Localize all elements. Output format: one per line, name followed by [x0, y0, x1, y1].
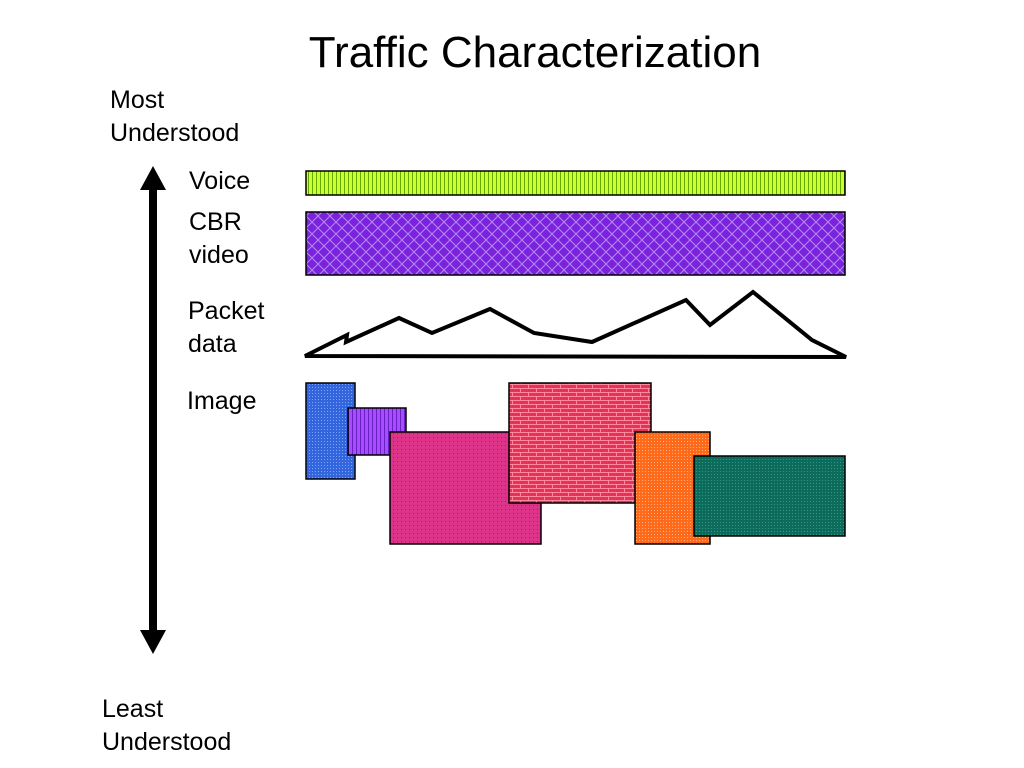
- arrow-head-down: [140, 630, 166, 654]
- voice-bar: [305, 170, 846, 196]
- least-understood-line1: Least: [102, 695, 164, 723]
- packet-data-label: Packet data: [188, 295, 264, 361]
- image-blocks: [305, 382, 846, 545]
- image-block-blue: [305, 382, 356, 480]
- cbr-video-label: CBR video: [189, 206, 249, 272]
- most-understood-line1: Most: [110, 86, 165, 114]
- most-understood-label: Most Understood: [110, 84, 239, 150]
- cbr-video-label-line1: CBR: [189, 208, 242, 236]
- least-understood-label: Least Understood: [102, 693, 231, 759]
- image-block-red: [508, 382, 652, 504]
- arrow-head-up: [140, 166, 166, 190]
- cbr-video-bar: [305, 211, 846, 276]
- slide-title: Traffic Characterization: [308, 28, 762, 77]
- image-block-teal: [693, 455, 846, 537]
- image-label: Image: [187, 387, 257, 415]
- least-understood-line2: Understood: [102, 728, 232, 756]
- packet-data-profile: [304, 289, 847, 359]
- cbr-video-label-line2: video: [189, 241, 249, 269]
- most-understood-line2: Understood: [110, 119, 240, 147]
- packet-data-label-line2: data: [188, 330, 237, 358]
- understanding-arrow: [140, 166, 166, 654]
- packet-data-label-line1: Packet: [188, 297, 265, 325]
- voice-label: Voice: [189, 167, 251, 195]
